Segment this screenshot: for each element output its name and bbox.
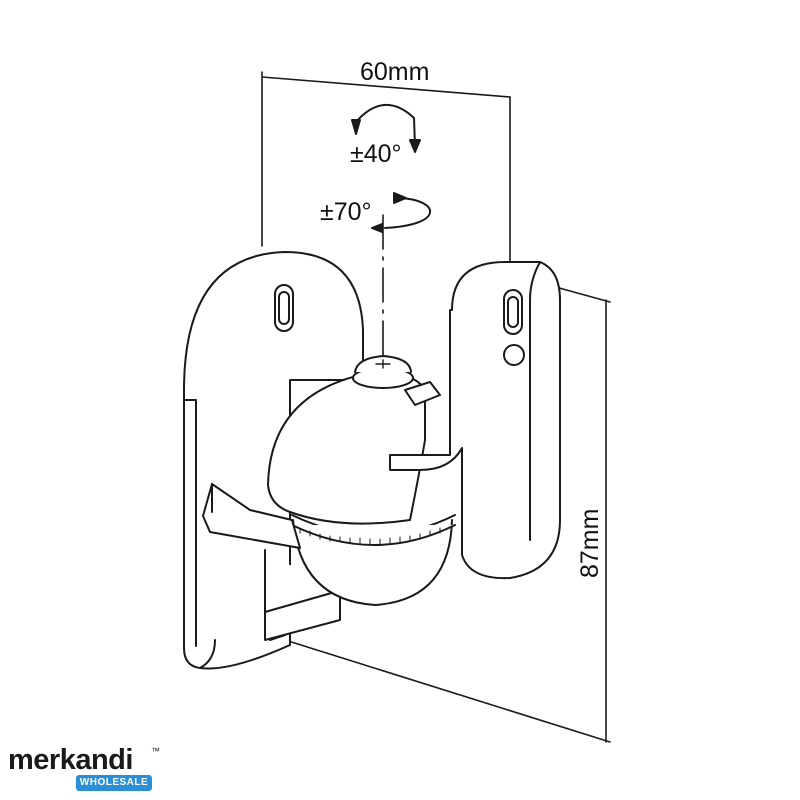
width-label: 60mm [360, 58, 429, 86]
merkandi-logo: merkandi ™ WHOLESALE [8, 744, 160, 794]
logo-trademark: ™ [151, 746, 160, 756]
swivel-arrow-icon [371, 192, 431, 233]
screw-head [352, 355, 414, 389]
swivel-label: ±70° [320, 198, 372, 226]
width-dimension [261, 71, 511, 264]
front-arm [389, 261, 561, 580]
logo-wordmark: merkandi [8, 744, 133, 776]
wholesale-badge: WHOLESALE [76, 775, 152, 791]
side-clamp [202, 483, 301, 549]
height-label: 87mm [576, 509, 604, 578]
tilt-arrow-icon [351, 103, 421, 153]
mounting-hole [503, 344, 525, 366]
ball-joint [267, 371, 456, 606]
tilt-label: ±40° [350, 140, 402, 168]
